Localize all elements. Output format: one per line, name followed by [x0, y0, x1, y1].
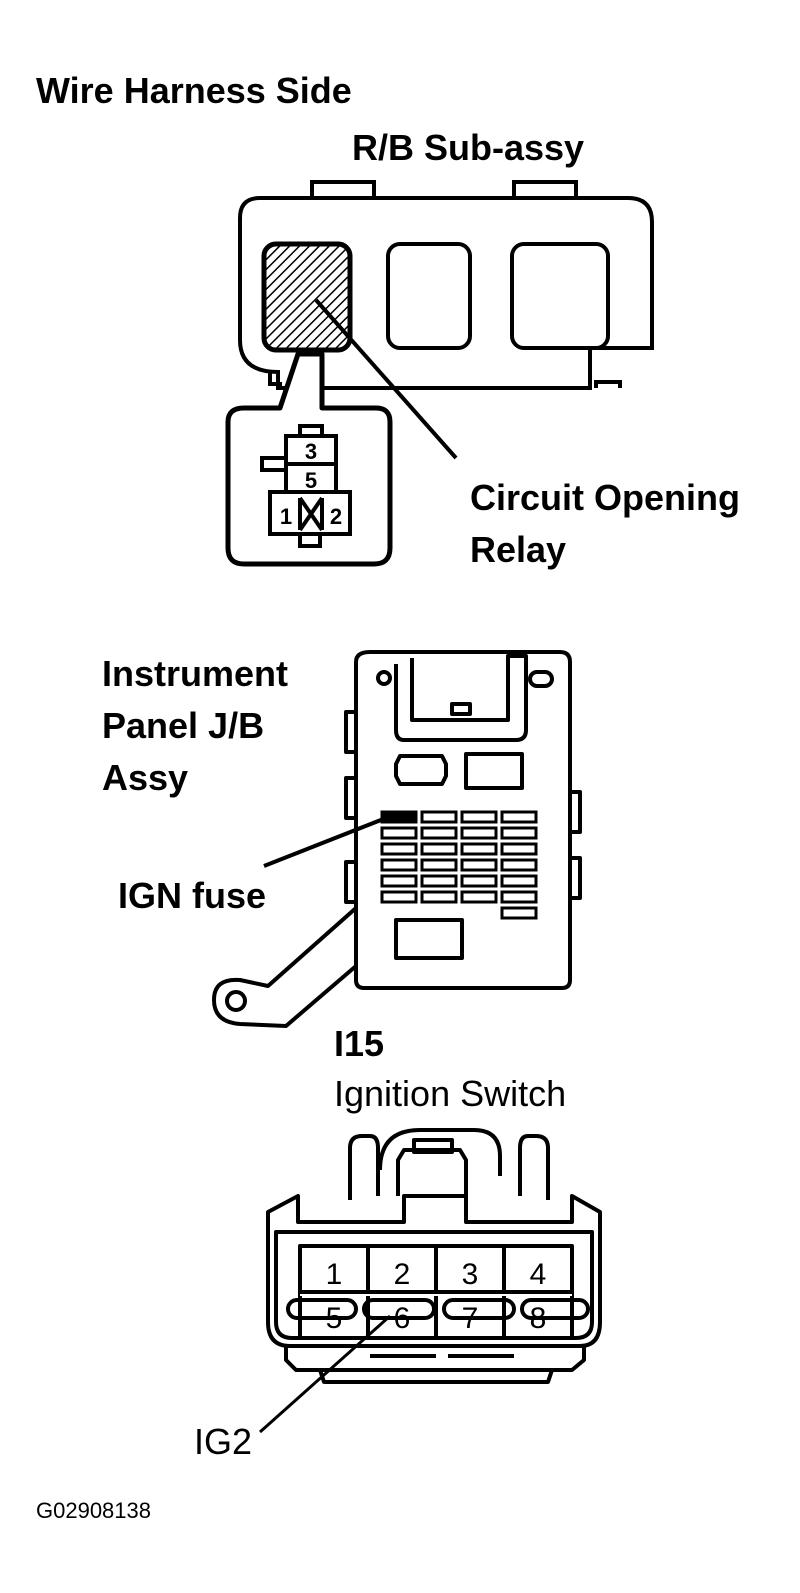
rb-sub-assy-label: R/B Sub-assy	[352, 127, 584, 168]
ignition-pin-6: 6	[394, 1302, 411, 1335]
ignition-pin-2: 2	[394, 1258, 411, 1291]
ignition-switch-connector	[266, 1128, 602, 1384]
ignition-pin-4: 4	[530, 1258, 547, 1291]
panel-jb-label: Panel J/B	[102, 705, 264, 746]
ignition-pin-8: 8	[530, 1302, 547, 1335]
ignition-pin-5: 5	[326, 1302, 343, 1335]
relay-pin-3: 3	[305, 439, 317, 464]
ign-fuse-leader	[263, 816, 387, 868]
fuse-grid	[380, 810, 538, 920]
ign-fuse-label: IGN fuse	[118, 875, 266, 916]
ignition-pin-grid: 1 2 3 4 5 6 7 8	[326, 1258, 547, 1335]
relay-pin-2: 2	[330, 504, 342, 529]
assy-label: Assy	[102, 757, 188, 798]
relay-label: Relay	[470, 529, 566, 570]
instrument-panel-jb-block	[212, 650, 582, 1028]
wire-harness-side-label: Wire Harness Side	[36, 70, 352, 111]
ignition-switch-label: Ignition Switch	[334, 1073, 566, 1114]
circuit-opening-label: Circuit Opening	[470, 477, 740, 518]
figure-code: G02908138	[36, 1498, 151, 1523]
ig2-label: IG2	[194, 1421, 252, 1462]
connector-id-label: I15	[334, 1023, 384, 1064]
circuit-opening-relay-socket	[261, 241, 353, 353]
relay-connector-callout: 3 5 1 2	[225, 351, 393, 567]
ignition-pin-1: 1	[326, 1258, 343, 1291]
rb-sub-assy-block	[238, 180, 654, 390]
relay-pin-5: 5	[305, 468, 317, 493]
ig2-leader	[259, 1314, 391, 1434]
ignition-pin-3: 3	[462, 1258, 479, 1291]
ignition-pin-7: 7	[462, 1302, 479, 1335]
instrument-label: Instrument	[102, 653, 288, 694]
circuit-opening-relay-leader	[314, 298, 458, 460]
relay-pin-1: 1	[280, 504, 292, 529]
